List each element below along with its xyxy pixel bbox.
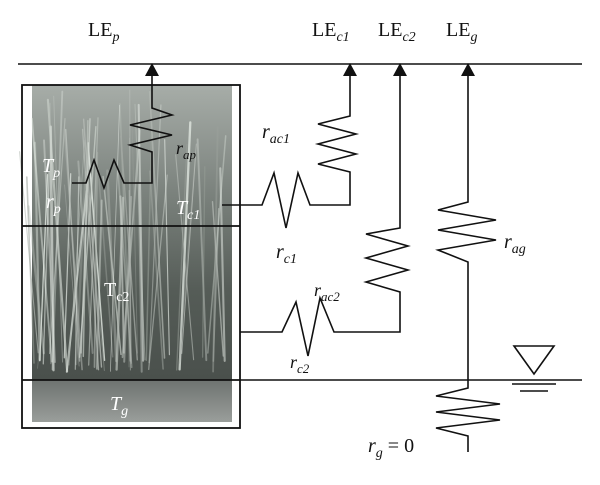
label-r-ac2: rac2	[314, 280, 340, 304]
rice-canopy-photo	[20, 85, 240, 428]
label-le-g: LEg	[446, 19, 477, 45]
label-r-c2: rc2	[290, 352, 310, 376]
label-le-c2: LEc2	[378, 19, 416, 45]
water-table-icon	[512, 346, 556, 391]
ground-branch	[436, 63, 500, 452]
label-le-p: LEp	[88, 19, 119, 45]
label-r-g: rg = 0	[368, 435, 414, 461]
label-r-c1: rc1	[276, 241, 297, 267]
label-r-ag: rag	[504, 231, 526, 257]
arrow-le-c1	[343, 63, 357, 76]
arrow-le-g	[461, 63, 475, 76]
arrow-le-p	[145, 63, 159, 76]
arrow-le-c2	[393, 63, 407, 76]
lower-canopy-branch	[240, 63, 408, 356]
label-le-c1: LEc1	[312, 19, 350, 45]
label-r-ac1: rac1	[262, 121, 290, 147]
